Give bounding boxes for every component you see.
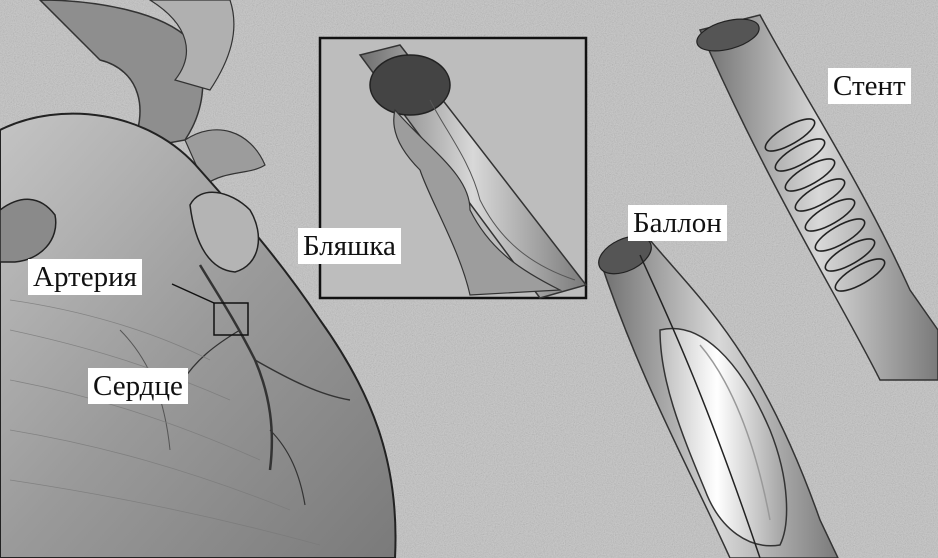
heart-label: Сердце [88,368,188,404]
artery-label: Артерия [28,259,142,295]
stent-label: Стент [828,68,911,104]
balloon-label: Баллон [628,205,727,241]
plaque-label: Бляшка [298,228,401,264]
